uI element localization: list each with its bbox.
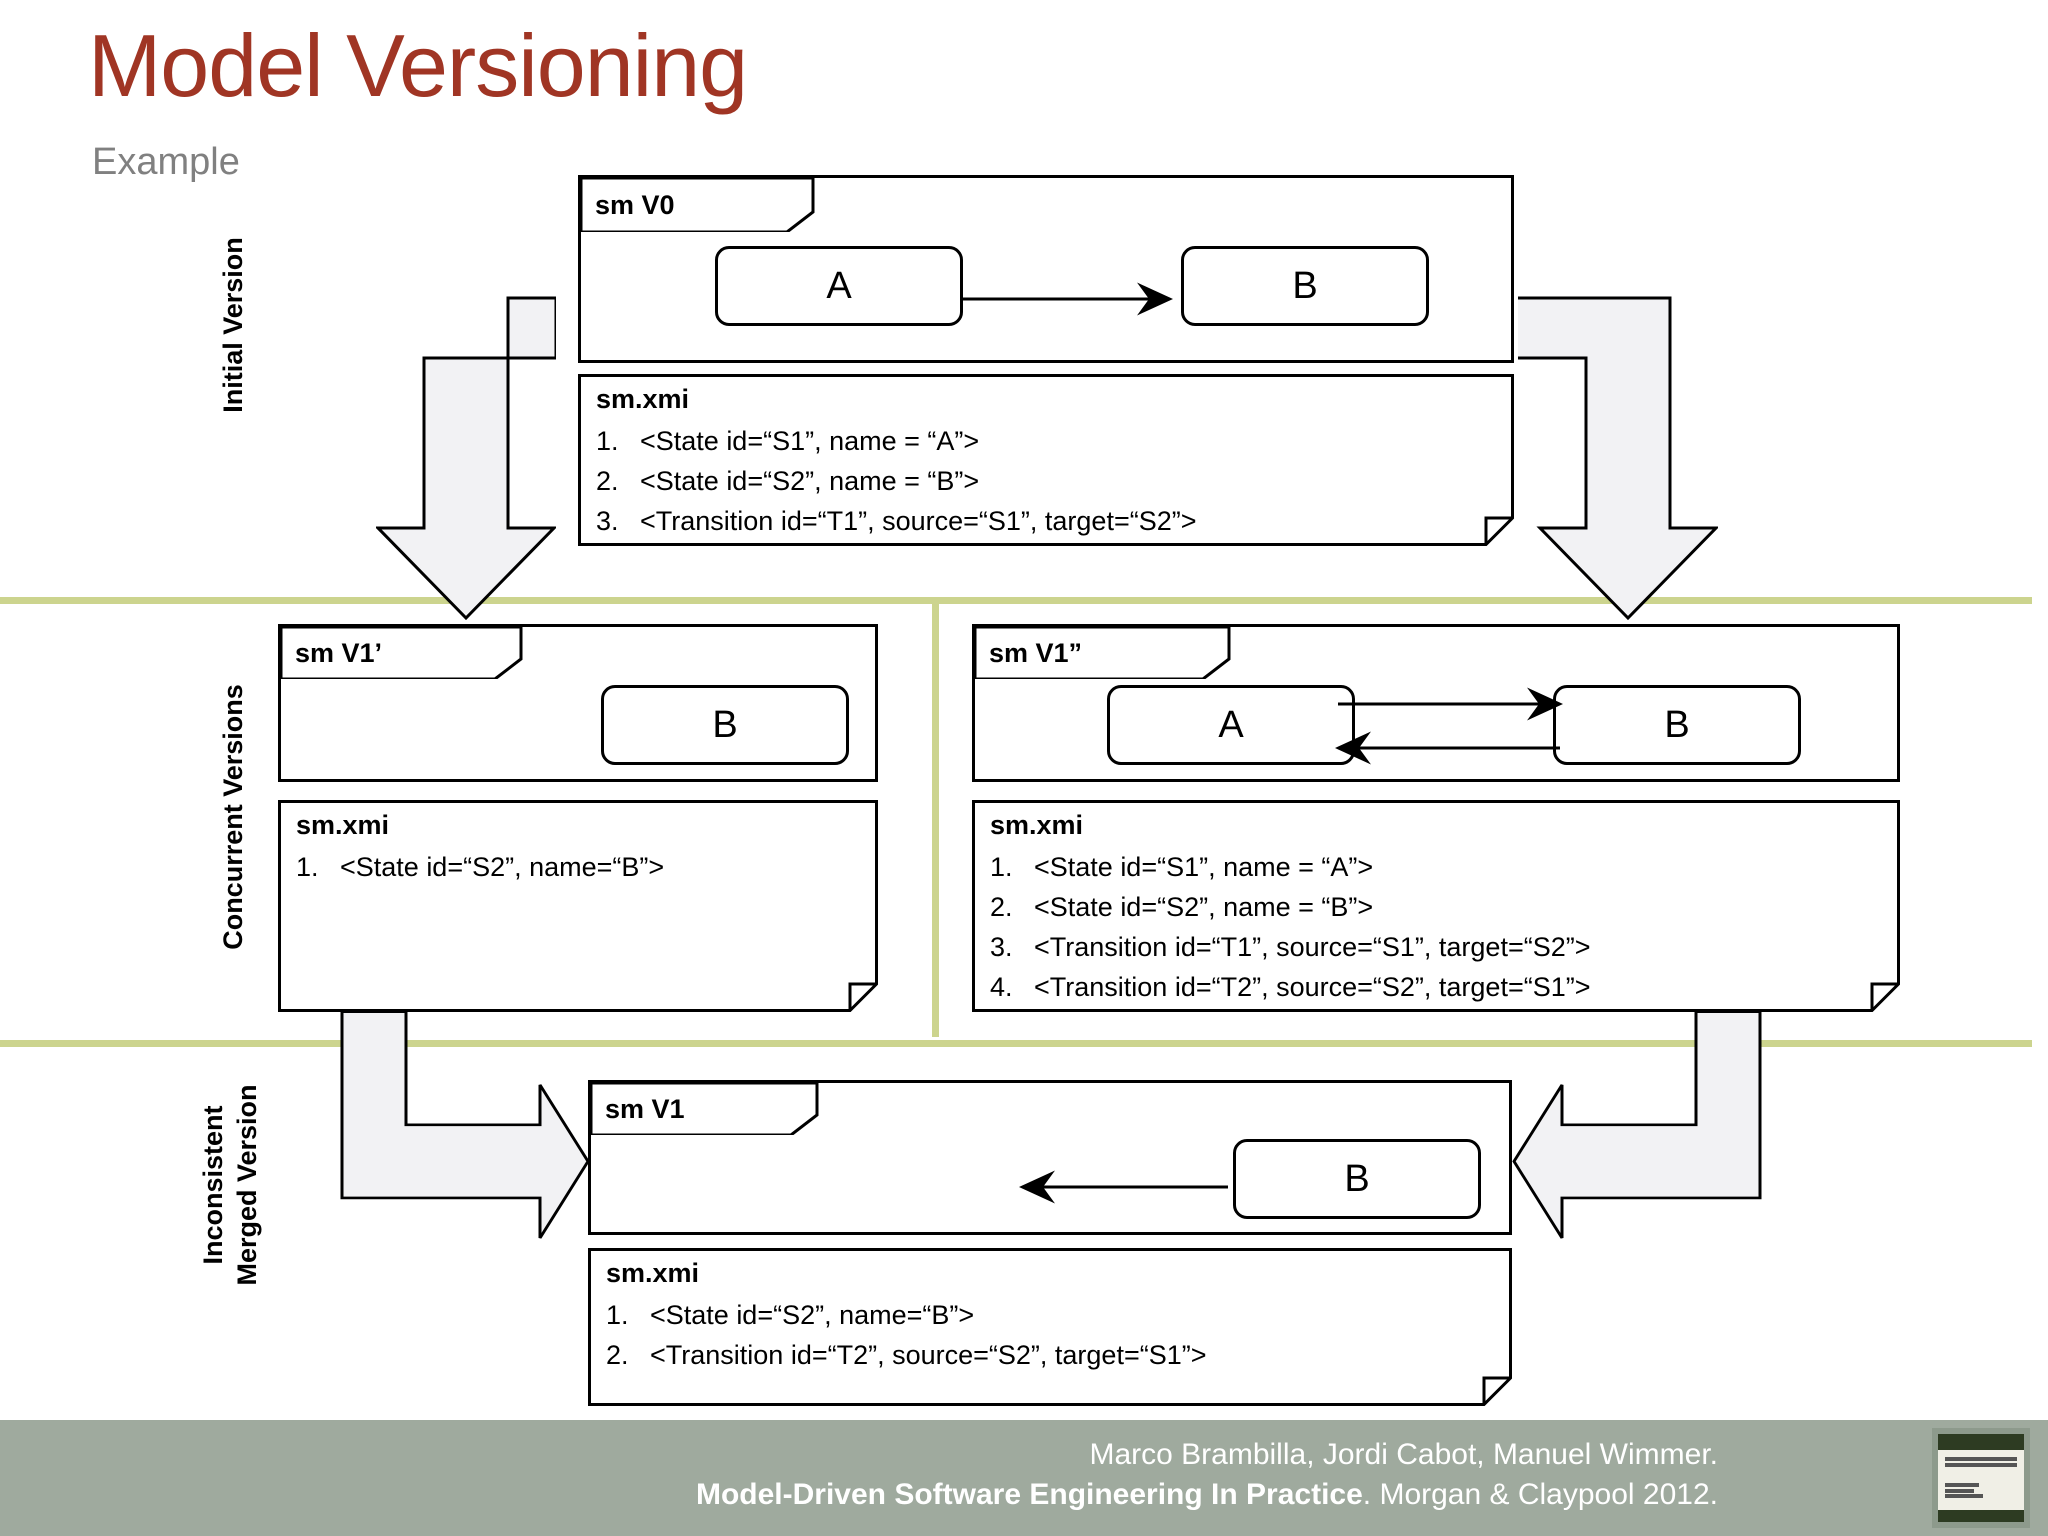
list-item: 1. <State id=“S1”, name = “A”> bbox=[990, 847, 1900, 887]
note-list-v1-double-prime: 1. <State id=“S1”, name = “A”> 2. <State… bbox=[990, 847, 1900, 1007]
divider-concurrent-columns bbox=[932, 600, 939, 1037]
frame-tab-sm-v0: sm V0 bbox=[581, 178, 831, 232]
frame-sm-v1-prime: sm V1’ B bbox=[278, 624, 878, 782]
list-number: 2. bbox=[990, 892, 1013, 922]
list-item: 3. <Transition id=“T1”, source=“S1”, tar… bbox=[990, 927, 1900, 967]
state-a-v0[interactable]: A bbox=[715, 246, 963, 326]
divider-concurrent-merged bbox=[0, 1040, 2032, 1047]
list-text: <State id=“S2”, name=“B”> bbox=[650, 1300, 975, 1330]
note-title: sm.xmi bbox=[296, 810, 390, 840]
list-text: <State id=“S1”, name = “A”> bbox=[640, 426, 980, 456]
list-number: 4. bbox=[990, 972, 1013, 1002]
note-title: sm.xmi bbox=[606, 1258, 700, 1288]
list-item: 3. <Transition id=“T1”, source=“S1”, tar… bbox=[596, 501, 1514, 541]
list-text: <State id=“S2”, name=“B”> bbox=[340, 852, 665, 882]
frame-tab-sm-v1-prime: sm V1’ bbox=[281, 627, 539, 679]
list-text: <State id=“S2”, name = “B”> bbox=[640, 466, 980, 496]
footer-book-title: Model-Driven Software Engineering In Pra… bbox=[695, 1478, 1363, 1511]
book-cover-image bbox=[1938, 1434, 2024, 1522]
frame-sm-v1-double-prime: sm V1” A B bbox=[972, 624, 1900, 782]
state-label: B bbox=[1344, 1157, 1370, 1200]
note-title: sm.xmi bbox=[990, 810, 1084, 840]
list-number: 1. bbox=[606, 1300, 629, 1330]
state-b-v0[interactable]: B bbox=[1181, 246, 1429, 326]
list-number: 1. bbox=[596, 426, 619, 456]
band-label-merged-line2: Merged Version bbox=[232, 1084, 262, 1286]
divider-initial-concurrent bbox=[0, 597, 2032, 604]
state-b-v1-merged[interactable]: B bbox=[1233, 1139, 1481, 1219]
book-cover-thumbnail bbox=[1932, 1428, 2030, 1528]
list-text: <State id=“S1”, name = “A”> bbox=[1034, 852, 1374, 882]
note-title: sm.xmi bbox=[596, 384, 690, 414]
list-number: 1. bbox=[990, 852, 1013, 882]
list-item: 2. <Transition id=“T2”, source=“S2”, tar… bbox=[606, 1335, 1512, 1375]
block-arrow-v0-to-v1prime bbox=[376, 296, 556, 621]
page-subtitle: Example bbox=[92, 141, 240, 183]
frame-sm-v0: sm V0 A B bbox=[578, 175, 1514, 363]
list-text: <Transition id=“T2”, source=“S2”, target… bbox=[1034, 972, 1591, 1002]
list-item: 1. <State id=“S1”, name = “A”> bbox=[596, 421, 1514, 461]
list-item: 1. <State id=“S2”, name=“B”> bbox=[296, 847, 878, 887]
frame-name-sm-v1-merged: sm V1 bbox=[605, 1093, 685, 1124]
band-label-merged: Inconsistent Merged Version bbox=[196, 1040, 264, 1330]
band-label-concurrent: Concurrent Versions bbox=[218, 684, 248, 950]
list-item: 2. <State id=“S2”, name = “B”> bbox=[596, 461, 1514, 501]
frame-tab-sm-v1-double-prime: sm V1” bbox=[975, 627, 1247, 679]
state-label: A bbox=[1218, 703, 1244, 746]
list-text: <State id=“S2”, name = “B”> bbox=[1034, 892, 1374, 922]
footer-reference: Model-Driven Software Engineering In Pra… bbox=[696, 1478, 1718, 1512]
note-list-v1-merged: 1. <State id=“S2”, name=“B”> 2. <Transit… bbox=[606, 1295, 1512, 1375]
note-list-v1-prime: 1. <State id=“S2”, name=“B”> bbox=[296, 847, 878, 887]
state-b-v1-prime[interactable]: B bbox=[601, 685, 849, 765]
note-sm-xmi-v1-double-prime: sm.xmi 1. <State id=“S1”, name = “A”> 2.… bbox=[972, 800, 1900, 1012]
list-text: <Transition id=“T1”, source=“S1”, target… bbox=[1034, 932, 1591, 962]
note-sm-xmi-v1-merged: sm.xmi 1. <State id=“S2”, name=“B”> 2. <… bbox=[588, 1248, 1512, 1406]
note-list-v0: 1. <State id=“S1”, name = “A”> 2. <State… bbox=[596, 421, 1514, 541]
frame-name-sm-v1-double-prime: sm V1” bbox=[989, 637, 1083, 668]
frame-name-sm-v1-prime: sm V1’ bbox=[295, 637, 383, 668]
frame-tab-sm-v1-merged: sm V1 bbox=[591, 1083, 835, 1135]
note-sm-xmi-v1-prime: sm.xmi 1. <State id=“S2”, name=“B”> bbox=[278, 800, 878, 1012]
list-number: 2. bbox=[606, 1340, 629, 1370]
list-item: 2. <State id=“S2”, name = “B”> bbox=[990, 887, 1900, 927]
band-label-merged-line1: Inconsistent bbox=[198, 1105, 228, 1265]
state-label: B bbox=[1664, 703, 1690, 746]
list-number: 1. bbox=[296, 852, 319, 882]
list-number: 3. bbox=[990, 932, 1013, 962]
footer-publisher: . Morgan & Claypool 2012. bbox=[1362, 1478, 1718, 1511]
list-item: 4. <Transition id=“T2”, source=“S2”, tar… bbox=[990, 967, 1900, 1007]
block-arrow-v0-to-v1dprime bbox=[1518, 296, 1718, 621]
block-arrow-v1dprime-to-merged bbox=[1512, 1010, 1762, 1239]
state-label: A bbox=[826, 264, 852, 307]
state-label: B bbox=[1292, 264, 1318, 307]
state-label: B bbox=[712, 703, 738, 746]
footer-authors: Marco Brambilla, Jordi Cabot, Manuel Wim… bbox=[1089, 1438, 1718, 1471]
list-text: <Transition id=“T1”, source=“S1”, target… bbox=[640, 506, 1197, 536]
page-title: Model Versioning bbox=[88, 16, 748, 115]
block-arrow-v1prime-to-merged bbox=[340, 1010, 590, 1239]
band-label-initial: Initial Version bbox=[218, 237, 248, 413]
frame-sm-v1-merged: sm V1 B bbox=[588, 1080, 1512, 1235]
list-number: 3. bbox=[596, 506, 619, 536]
state-a-v1-double-prime[interactable]: A bbox=[1107, 685, 1355, 765]
list-text: <Transition id=“T2”, source=“S2”, target… bbox=[650, 1340, 1207, 1370]
list-item: 1. <State id=“S2”, name=“B”> bbox=[606, 1295, 1512, 1335]
slide-footer: Marco Brambilla, Jordi Cabot, Manuel Wim… bbox=[0, 1420, 2048, 1536]
note-sm-xmi-v0: sm.xmi 1. <State id=“S1”, name = “A”> 2.… bbox=[578, 374, 1514, 546]
list-number: 2. bbox=[596, 466, 619, 496]
frame-name-sm-v0: sm V0 bbox=[595, 189, 675, 220]
state-b-v1-double-prime[interactable]: B bbox=[1553, 685, 1801, 765]
